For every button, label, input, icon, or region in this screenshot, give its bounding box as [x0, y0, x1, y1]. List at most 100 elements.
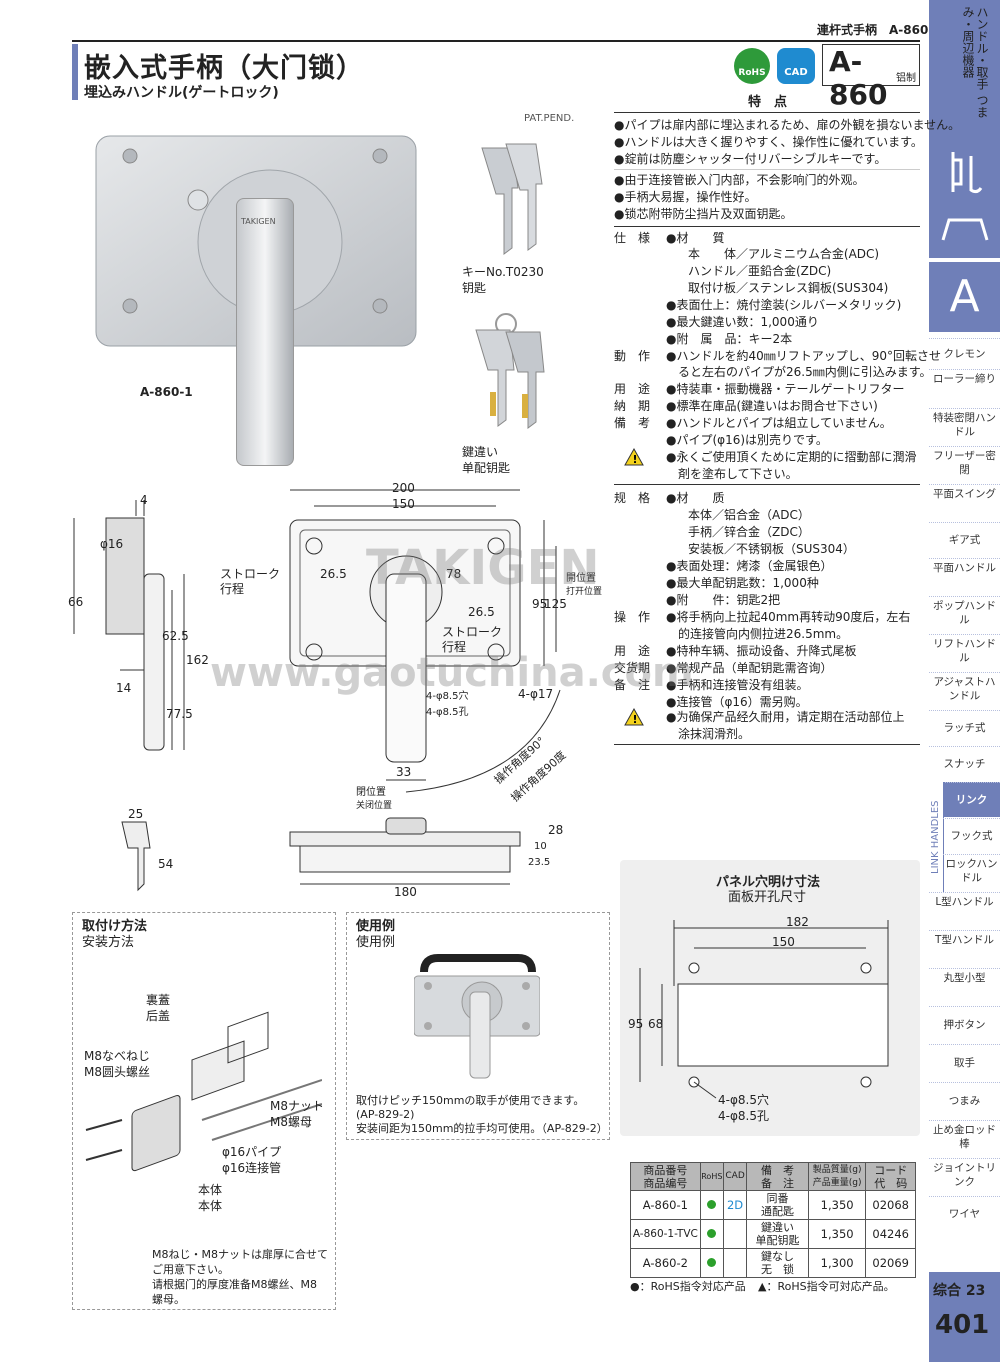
dim-10: 10 [534, 841, 547, 852]
header-rule [72, 40, 920, 42]
spec-jp-accessory: ●附 属 品：キー2本 [666, 332, 793, 346]
sidebar-item[interactable]: ローラー締り [929, 369, 1000, 408]
th-weight-cn: 产品重量(g) [812, 1177, 862, 1188]
features-rule [614, 112, 920, 113]
table-row: A-860-1 2D 同番通配匙 1,350 02068 [630, 1190, 916, 1220]
key-photo-2 [466, 310, 556, 430]
sidebar-item[interactable]: ギア式 [929, 522, 1000, 557]
sidebar-item[interactable]: ポップハンドル [929, 596, 1000, 635]
sidebar-item[interactable]: ラッチ式 [929, 710, 1000, 745]
install-screw-cn: M8圆头螺丝 [84, 1065, 150, 1079]
sidebar-item[interactable]: 丸型小型 [929, 968, 1000, 1007]
legend-triangle: ▲：RoHS指令可対応产品。 [758, 1280, 895, 1293]
sidebar-item[interactable]: 取手 [929, 1044, 1000, 1081]
dim-26-5-left: 26.5 [320, 567, 347, 581]
dim-200: 200 [392, 481, 415, 495]
spec-jp-warning-2: 剤を塗布して下さい。 [666, 467, 798, 481]
install-cover-cn: 后盖 [146, 1009, 171, 1023]
sidebar-item[interactable]: つまみ [929, 1082, 1000, 1119]
dim-62-5: 62.5 [162, 629, 189, 643]
watermark-brand: TAKIGEN [366, 540, 600, 596]
spec-cn-action-label: 操 作 [614, 610, 651, 624]
install-title-jp: 取付け方法 [82, 919, 148, 934]
spec-jp-delivery: ●標準在庫品(鍵違いはお問合せ下さい) [666, 399, 878, 413]
model-number: A-860 [829, 45, 888, 111]
spec-jp-material-1: 本 体／アルミニウム合金(ADC) [688, 247, 880, 261]
dim-23-5: 23.5 [528, 857, 551, 868]
sidebar-item[interactable]: リフトハンドル [929, 634, 1000, 673]
sidebar-item[interactable]: L型ハンドル [929, 892, 1000, 931]
sidebar-item[interactable]: フック式 [943, 818, 1000, 853]
key2-label-cn: 单配钥匙 [462, 461, 511, 475]
spec-jp-delivery-label: 納 期 [614, 399, 651, 413]
usage-photo [413, 952, 541, 1080]
sidebar-item[interactable]: ジョイントリンク [929, 1158, 1000, 1197]
open-position-cn: 打开位置 [566, 587, 603, 597]
rohs-badge: RoHS [734, 48, 770, 84]
panel-hole-jp: 4-φ8.5穴 [718, 1093, 769, 1107]
spec-jp-finish: ●表面仕上：焼付塗装(シルバーメタリック) [666, 298, 902, 312]
spec-jp-use-label: 用 途 [614, 382, 651, 396]
panel-dim-68: 68 [648, 1017, 664, 1031]
install-note-cn-2: 螺母。 [152, 1293, 185, 1306]
sidebar-item-active[interactable]: リンク [943, 782, 1000, 817]
product-label: A-860-1 [140, 385, 193, 399]
page-title: 嵌入式手柄（大门锁） [84, 53, 364, 84]
stroke-cn-left: 行程 [220, 582, 245, 596]
cell-note-jp: 鍵違い [761, 1221, 794, 1234]
cell-weight: 1,350 [807, 1219, 867, 1249]
sidebar-item[interactable]: 止め金ロッド棒 [929, 1120, 1000, 1159]
spec-cn-warning-2: 涂抹润滑剂。 [666, 727, 751, 741]
sidebar-item[interactable]: スナッチ [929, 746, 1000, 781]
cell-weight: 1,350 [807, 1190, 867, 1220]
closed-position-jp: 閉位置 [356, 787, 386, 798]
rohs-dot-icon [707, 1200, 717, 1209]
sidebar-item[interactable]: ロックハンドル [943, 854, 1000, 893]
material-tag: 铝制 [896, 73, 916, 84]
dim-33: 33 [396, 765, 412, 779]
key-dim-54: 54 [158, 857, 174, 871]
key-photo-1 [462, 138, 552, 258]
sidebar-item[interactable]: T型ハンドル [929, 930, 1000, 969]
legend-green: ●：RoHS指令対応产品 [630, 1280, 746, 1293]
spec-cn-note-1: ●手柄和连接管没有组装。 [666, 678, 809, 692]
spec-cn-label: 规 格 [614, 491, 651, 505]
sidebar-item[interactable]: 押ボタン [929, 1006, 1000, 1043]
spec-jp-note-2: ●パイプ(φ16)は別売りです。 [666, 433, 828, 447]
stroke-cn-right: 行程 [442, 640, 467, 654]
svg-text:!: ! [633, 713, 638, 726]
key-outline [116, 820, 156, 900]
sidebar-item[interactable]: 平面スイング [929, 484, 1000, 523]
sidebar-item[interactable]: 平面ハンドル [929, 558, 1000, 597]
th-ccode-jp: コード [874, 1163, 908, 1177]
sidebar-item[interactable]: アジャストハンドル [929, 672, 1000, 711]
usage-section [346, 912, 610, 1140]
feature-jp-1: ●パイプは扉内部に埋込まれるため、扉の外観を損ないません。 [614, 118, 961, 132]
key2-label-jp: 鍵違い [462, 445, 499, 459]
stroke-jp-right: ストローク [442, 625, 503, 639]
cad-badge-label: CAD [784, 67, 808, 78]
cell-code: A-860-1-TVC [630, 1219, 701, 1249]
th-weight-jp: 製品質量(g) [812, 1164, 862, 1175]
dim-14: 14 [116, 681, 132, 695]
sidebar-item[interactable]: 特装密閉ハンドル [929, 408, 1000, 447]
spec-cn-note-label: 备 注 [614, 678, 651, 692]
feature-jp-2: ●ハンドルは大きく握りやすく、操作性に優れています。 [614, 135, 923, 149]
category-label: 連杆式手柄 A-860 [817, 23, 929, 37]
sidebar-top-label: ハンドル・取手 つまみ・周辺機器 [961, 6, 989, 118]
th-rohs: RoHS [699, 1162, 724, 1191]
model-box: A-860 铝制 [822, 44, 920, 111]
spec-jp-use: ●特装車・振動機器・テールゲートリフター [666, 382, 905, 396]
spec-cn-use: ●特种车辆、振动设备、升降式尾板 [666, 644, 857, 658]
th-note-cn: 备 注 [761, 1176, 794, 1190]
panel-drawing [626, 906, 916, 1116]
sidebar-item[interactable]: クレモン [929, 338, 1000, 369]
cell-cad [722, 1219, 748, 1249]
dim-78: 78 [446, 567, 462, 581]
sidebar-item[interactable]: ワイヤ [929, 1196, 1000, 1231]
cell-cad[interactable]: 2D [722, 1190, 748, 1220]
sidebar-item[interactable]: フリーザー密閉 [929, 446, 1000, 485]
cell-note-cn: 无 锁 [761, 1263, 794, 1276]
spec-cn-delivery: ●常规产品（单配钥匙需咨询） [666, 661, 833, 675]
install-note-jp-2: ご用意下さい。 [152, 1263, 229, 1276]
